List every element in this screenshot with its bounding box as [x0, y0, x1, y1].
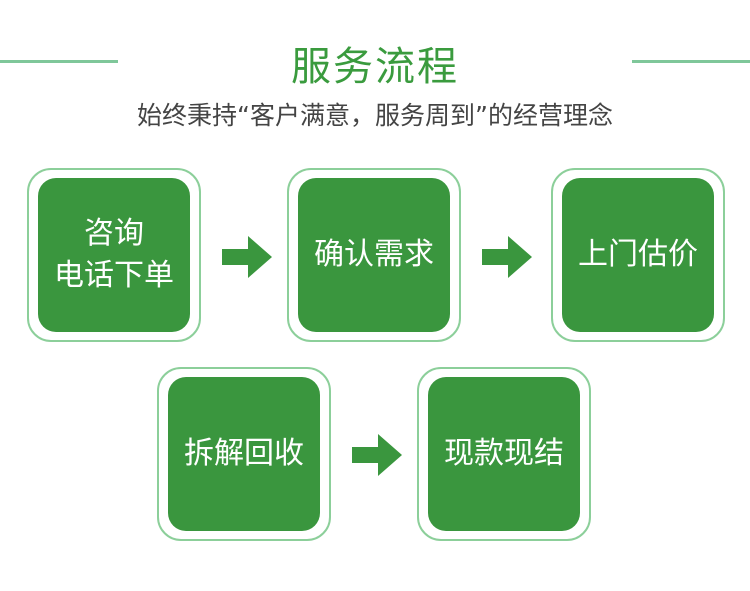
decor-line-right	[632, 60, 750, 63]
step-label: 拆解回收	[184, 436, 304, 471]
arrow-right-icon	[222, 236, 272, 278]
step-label: 确认需求	[314, 237, 434, 272]
arrow-right-icon	[352, 434, 402, 476]
step-label: 电话下单	[54, 258, 174, 293]
step-payment: 现款现结	[417, 367, 591, 541]
step-label: 现款现结	[444, 436, 564, 471]
step-estimate: 上门估价	[551, 168, 725, 342]
arrow-right-icon	[482, 236, 532, 278]
step-label: 咨询	[84, 216, 144, 251]
step-confirm: 确认需求	[287, 168, 461, 342]
step-consult: 咨询电话下单	[27, 168, 201, 342]
step-label: 上门估价	[578, 237, 698, 272]
step-dismantle: 拆解回收	[157, 367, 331, 541]
page-title: 服务流程	[291, 44, 459, 90]
subtitle: 始终秉持“客户满意，服务周到”的经营理念	[137, 101, 613, 130]
decor-line-left	[0, 60, 118, 63]
